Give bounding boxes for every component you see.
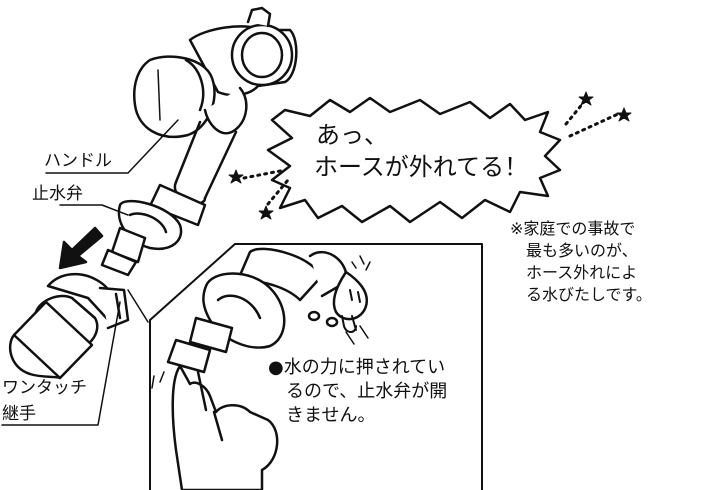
spout-pipe [173,86,248,205]
speech-bubble-line1: あっ、 [316,121,388,149]
water-drop-icon [307,255,371,345]
note-line1: ※家庭での事故で [510,219,636,238]
inset-valve-closeup [151,247,348,490]
inset-frame [127,243,483,490]
note-line2: 最も多いのが、 [526,241,638,260]
detached-hose [9,273,130,380]
faucet-body [188,6,298,97]
one-touch-joint-label-line1: ワンタッチ [2,378,87,398]
note-line3: ホース外れによ [526,263,638,282]
sparkle-right-icon [564,91,632,138]
handle-icon [133,55,216,138]
spout-fitting [100,183,207,277]
note-line4: る水びたしです。 [526,285,652,304]
speech-bubble-shape [266,96,562,224]
inset-note-line3: きません。 [286,405,376,426]
sparkle-left-icon [228,168,290,220]
leader-lines [1,119,179,426]
handle-label: ハンドル [44,151,112,171]
detach-arrow-icon [58,226,104,270]
one-touch-joint-label-line2: 継手 [2,404,36,424]
inset-note-line2: るので、止水弁が開 [286,381,448,402]
inset-note-line1: ●水の力に押されてい [268,357,446,378]
stop-valve-label: 止水弁 [32,184,83,204]
speech-bubble-line2: ホースが外れてる！ [314,153,529,181]
